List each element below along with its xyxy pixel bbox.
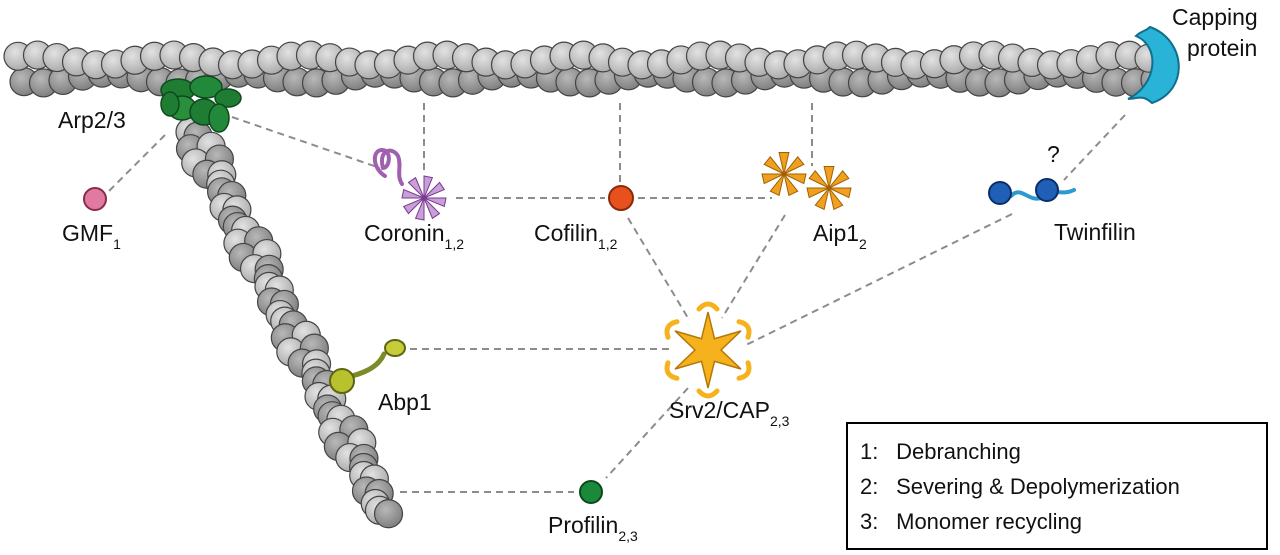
legend-item-text: Monomer recycling: [896, 509, 1082, 534]
cofilin-icon: [608, 185, 634, 211]
legend-item-text: Debranching: [896, 439, 1021, 464]
twinfilin-question-mark: ?: [1047, 141, 1060, 167]
gmf-label: GMF1: [62, 220, 121, 252]
gmf-icon: [83, 187, 107, 211]
line-aip1-srv2: [721, 214, 786, 319]
arp23-label: Arp2/3: [58, 107, 126, 133]
abp1-icon: [329, 339, 406, 394]
profilin-label: Profilin2,3: [548, 512, 638, 544]
legend-item-text: Severing & Depolymerization: [896, 474, 1180, 499]
legend-item-severing: 2: Severing & Depolymerization: [860, 469, 1254, 504]
legend-item-number: 2:: [860, 474, 879, 499]
legend-item-number: 1:: [860, 439, 879, 464]
legend-item-debranching: 1: Debranching: [860, 434, 1254, 469]
legend-box: 1: Debranching 2: Severing & Depolymeriz…: [846, 422, 1268, 550]
line-arp-gmf: [107, 134, 166, 193]
arp23-complex: [160, 75, 242, 133]
capping-protein-icon: [1127, 25, 1180, 105]
interaction-lines: [107, 103, 1126, 493]
legend-item-recycling: 3: Monomer recycling: [860, 504, 1254, 539]
twinfilin-icon: [988, 178, 1076, 205]
cofilin-label: Cofilin1,2: [534, 220, 618, 252]
line-srv2-profilin: [605, 387, 689, 479]
aip1-icon: [761, 152, 852, 211]
line-twinfilin-srv2: [745, 213, 1013, 346]
line-arp-coronin: [231, 116, 381, 169]
srv2-cap-icon: [664, 301, 752, 399]
capping-protein-label-line1: Capping: [1172, 4, 1258, 30]
aip1-label: Aip12: [813, 220, 867, 252]
line-capping-twinfilin: [1063, 114, 1126, 181]
coronin-icon: [372, 147, 447, 221]
branch-actin-filament: [175, 117, 404, 529]
abp1-label: Abp1: [378, 389, 432, 415]
coronin-label: Coronin1,2: [364, 220, 464, 252]
srv2-cap-label: Srv2/CAP2,3: [669, 397, 790, 429]
profilin-icon: [579, 480, 603, 504]
legend-item-number: 3:: [860, 509, 879, 534]
twinfilin-label: Twinfilin: [1054, 219, 1136, 245]
mother-actin-filament: [3, 40, 1170, 98]
line-cofilin-srv2: [627, 217, 689, 319]
capping-protein-label-line2: protein: [1187, 35, 1257, 61]
